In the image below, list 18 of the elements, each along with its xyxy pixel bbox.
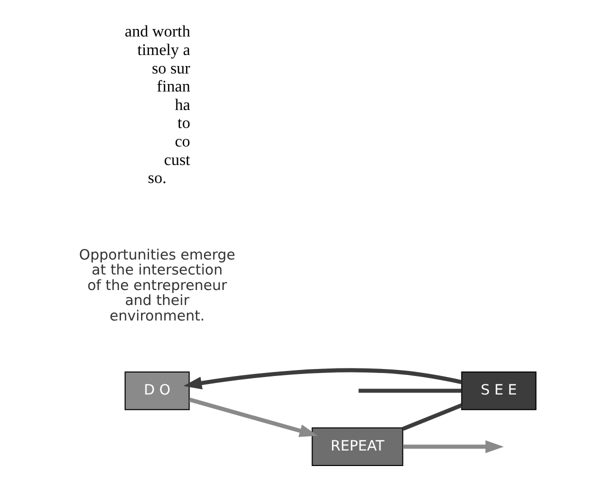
label: finan: [156, 78, 190, 96]
label: to: [178, 114, 190, 132]
label: so.: [148, 169, 166, 188]
arrow: [183, 368, 462, 390]
connector: [358, 388, 462, 393]
label: co: [174, 132, 190, 151]
label: ha: [174, 96, 190, 114]
label: timely a: [137, 41, 190, 59]
node-box: S E E: [461, 371, 536, 410]
label: so sur: [152, 59, 190, 78]
connector: [402, 403, 462, 431]
node-box: REPEAT: [312, 427, 404, 466]
label: and worth: [124, 22, 190, 41]
label: cust: [164, 150, 190, 169]
node-box: D O: [124, 371, 190, 410]
arrow: [189, 398, 318, 437]
node-text: Opportunities emerge at the intersection of the entrepreneur and their environment.: [79, 247, 236, 324]
arrow: [402, 440, 504, 454]
